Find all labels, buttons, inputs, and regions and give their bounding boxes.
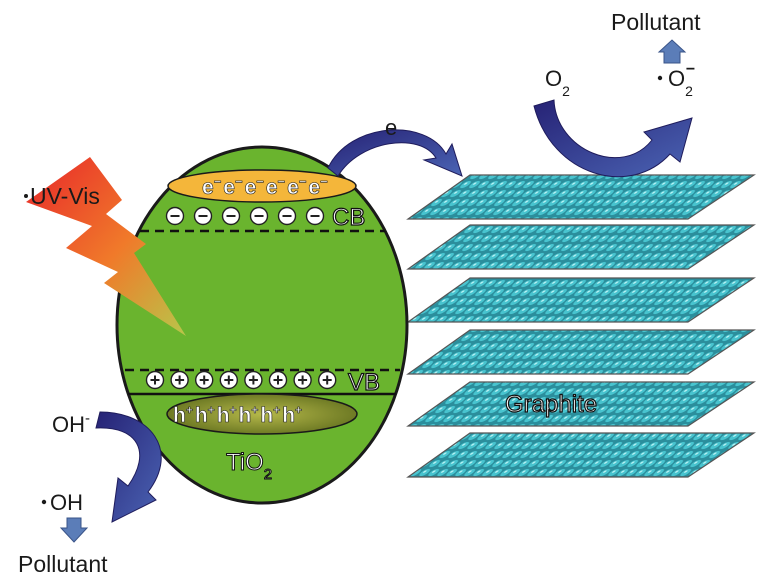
electron-minus-icon — [165, 206, 185, 226]
cb-minus-row — [165, 206, 325, 226]
graphite-sheet — [406, 277, 756, 323]
hole-plus-icon — [268, 370, 288, 390]
graphite-sheet — [406, 174, 756, 220]
hole-plus-icon — [318, 370, 337, 390]
hole-plus-icon — [244, 370, 263, 390]
hole-plus-icon — [145, 370, 165, 390]
tio2-particle: e−e−e−e−e−e− h+h+h+h+h+h+ CB VB TiO2 — [115, 145, 409, 505]
oxygen-reduction-arrow — [533, 99, 693, 178]
lightning-bolt-icon — [26, 157, 186, 336]
hole-pool — [166, 393, 358, 435]
hole-plus-icon — [293, 370, 312, 390]
hydroxyl-oxidation-arrow — [95, 411, 162, 523]
tio2-label: TiO2 — [226, 449, 272, 483]
electron-minus-icon — [221, 206, 241, 226]
hole-plus-icon — [170, 370, 189, 390]
electron-minus-icon — [249, 206, 269, 226]
oh-radical-dot — [41, 499, 47, 505]
superoxide-label: O2− — [668, 61, 695, 99]
electron-minus-icon — [305, 206, 325, 226]
electron-label: e — [385, 115, 397, 140]
oh-minus-label: OH- — [52, 410, 90, 437]
up-arrow-icon — [657, 39, 687, 64]
vb-plus-row — [145, 370, 337, 390]
superoxide-dot — [657, 75, 663, 81]
hole-plus-icon — [194, 370, 214, 390]
bottom-pollutant-label: Pollutant — [18, 551, 108, 577]
down-arrow-icon — [59, 517, 89, 543]
graphite-sheet — [406, 381, 756, 427]
hole-plus-icon — [219, 370, 239, 390]
electron-pool — [167, 169, 357, 203]
oh-radical-label: OH — [50, 490, 83, 515]
electron-minus-icon — [277, 206, 297, 226]
electrons-row: e−e−e−e−e−e− — [202, 174, 328, 199]
uv-vis-label: UV-Vis — [30, 183, 100, 209]
electron-minus-icon — [193, 206, 213, 226]
holes-row: h+h+h+h+h+h+ — [173, 403, 302, 427]
graphite-sheet — [406, 432, 756, 478]
uv-dot — [24, 194, 28, 198]
graphite-label: Graphite — [505, 391, 597, 418]
vb-label: VB — [348, 369, 380, 396]
o2-label: O2 — [545, 66, 570, 99]
graphite-sheet — [406, 224, 756, 270]
graphite-sheet — [406, 329, 756, 375]
top-pollutant-label: Pollutant — [611, 9, 701, 35]
cb-label: CB — [332, 204, 365, 231]
electron-transfer-arrow — [327, 129, 463, 177]
graphite-stack — [406, 174, 756, 478]
